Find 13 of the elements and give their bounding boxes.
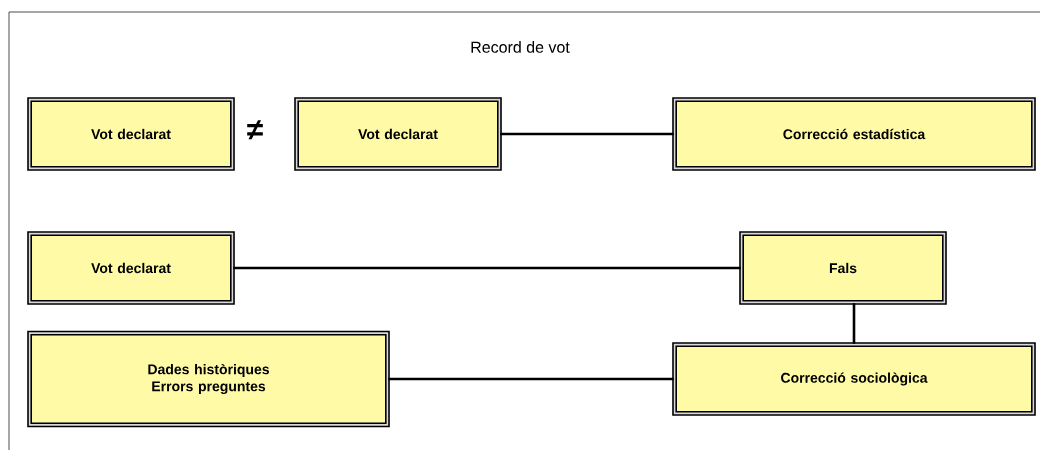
- process-box: Correcció sociològica: [672, 342, 1036, 416]
- process-box: Vot declarat: [294, 97, 502, 171]
- not-equal-sign: ≠: [247, 120, 263, 140]
- process-box: Dades històriques Errors preguntes: [27, 330, 390, 428]
- process-box: Fals: [739, 231, 947, 305]
- process-box: Vot declarat: [27, 231, 235, 305]
- connector-line: [388, 377, 674, 381]
- process-box: Correcció estadística: [672, 97, 1036, 171]
- diagram-title: Record de vot: [471, 41, 570, 53]
- connector-line: [852, 303, 856, 344]
- connector-line: [233, 266, 741, 270]
- connector-line: [500, 132, 674, 136]
- process-box: Vot declarat: [27, 97, 235, 171]
